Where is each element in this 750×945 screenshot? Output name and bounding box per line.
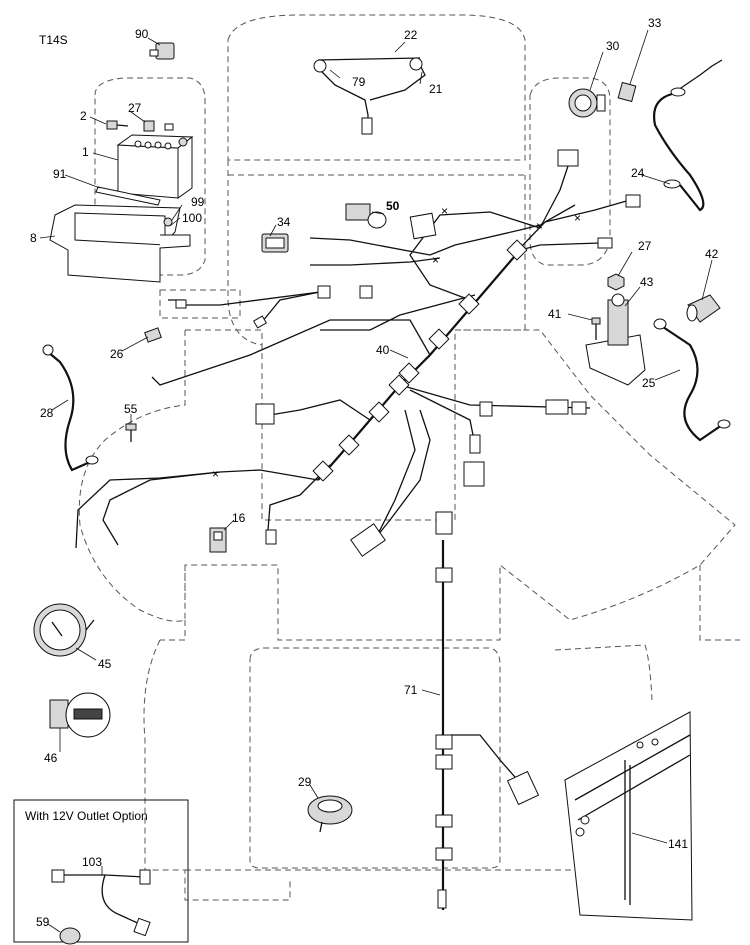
callout-28: 28 — [40, 406, 54, 420]
callout-29: 29 — [298, 775, 312, 789]
part-24-cable — [653, 59, 723, 212]
callout-55: 55 — [124, 402, 138, 416]
part-91-strap — [95, 186, 161, 206]
part-33-key — [617, 81, 637, 103]
callout-1: 1 — [82, 145, 89, 159]
part-90-relay — [149, 42, 175, 60]
callout-21: 21 — [429, 82, 443, 96]
callout-103: 103 — [82, 855, 102, 869]
part-43-solenoid — [585, 293, 646, 386]
callout-34: 34 — [277, 215, 291, 229]
callout-42: 42 — [705, 247, 719, 261]
callout-90: 90 — [135, 27, 149, 41]
callout-79: 79 — [352, 75, 366, 89]
outlet-option-box — [13, 799, 189, 945]
option-box-title: With 12V Outlet Option — [25, 809, 148, 823]
part-42-boot — [686, 294, 721, 323]
part-25-cable — [653, 318, 731, 442]
part-29-grommet — [307, 795, 353, 833]
part-26-fuse — [144, 327, 162, 343]
callout-141: 141 — [668, 837, 688, 851]
svg-text:×: × — [212, 467, 219, 481]
callout-41: 41 — [548, 307, 562, 321]
leader-lines — [39, 29, 713, 933]
svg-text:×: × — [441, 204, 448, 218]
callout-71: 71 — [404, 683, 418, 697]
part-2-bolt — [106, 120, 129, 130]
part-27-nut-right — [607, 273, 625, 291]
part-16-fuse-holder — [209, 527, 227, 553]
callout-16: 16 — [232, 511, 246, 525]
callout-25: 25 — [642, 376, 656, 390]
callout-46: 46 — [44, 751, 58, 765]
part-27-nut-top — [143, 120, 174, 132]
svg-text:×: × — [574, 211, 581, 225]
main-harness: × × × × × — [75, 149, 641, 557]
callout-100: 100 — [182, 211, 202, 225]
diagram-id: T14S — [39, 33, 68, 47]
callout-33: 33 — [648, 16, 662, 30]
part-45-gauge — [33, 603, 95, 657]
callout-50: 50 — [386, 199, 400, 213]
part-55-bolt — [125, 423, 137, 442]
part-1-battery — [116, 134, 194, 199]
callout-22: 22 — [404, 28, 418, 42]
callout-2: 2 — [80, 109, 87, 123]
part-22-headlight-harness — [313, 57, 426, 135]
callout-45: 45 — [98, 657, 112, 671]
callout-59: 59 — [36, 915, 50, 929]
callout-27-top: 27 — [128, 101, 142, 115]
callout-30: 30 — [606, 39, 620, 53]
callout-24: 24 — [631, 166, 645, 180]
callout-27-right: 27 — [638, 239, 652, 253]
part-28-cable — [42, 344, 99, 472]
svg-text:×: × — [536, 219, 543, 233]
part-46-hour-meter — [49, 692, 111, 738]
callout-26: 26 — [110, 347, 124, 361]
svg-text:×: × — [432, 253, 439, 267]
part-8-battery-tray — [49, 204, 191, 283]
callout-43: 43 — [640, 275, 654, 289]
part-30-ignition-switch — [568, 88, 606, 118]
part-34-switch — [261, 233, 289, 253]
part-141-bracket — [564, 711, 693, 921]
callout-8: 8 — [30, 231, 37, 245]
callout-99: 99 — [191, 195, 205, 209]
callout-40: 40 — [376, 343, 390, 357]
part-41-bolt — [591, 317, 601, 340]
harness-71 — [435, 511, 540, 910]
part-50-seat-switch — [345, 203, 437, 240]
callout-91: 91 — [53, 167, 67, 181]
